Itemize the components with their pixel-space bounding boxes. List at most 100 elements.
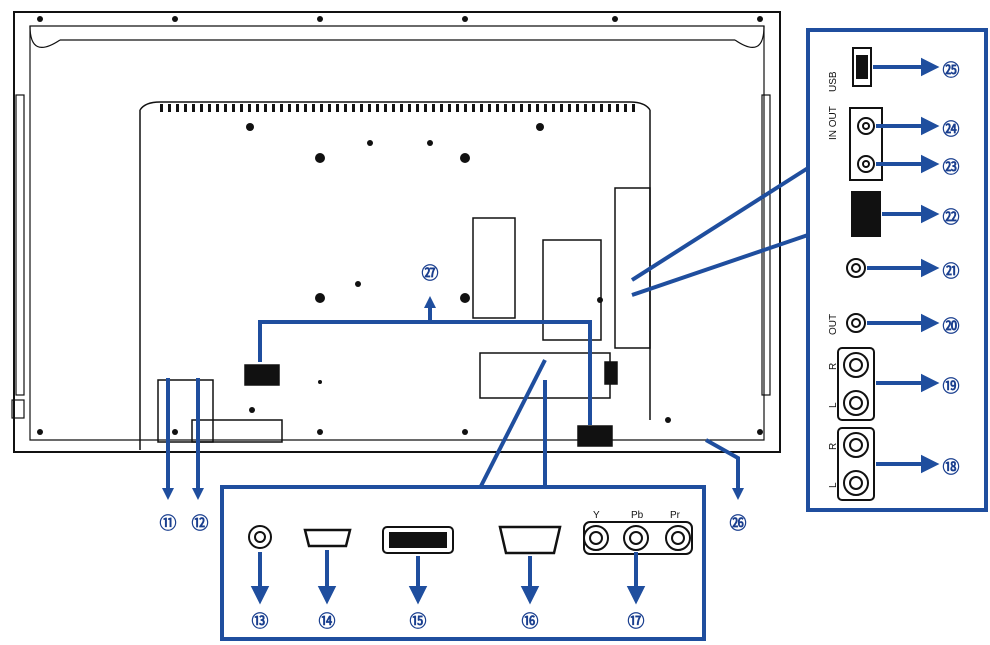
label-out: OUT bbox=[828, 314, 839, 335]
label-l-bottom: L bbox=[828, 482, 839, 488]
usb-port-25 bbox=[852, 47, 872, 87]
bottom-connectors bbox=[248, 521, 693, 555]
vent-slot bbox=[528, 104, 531, 112]
callout-badge-25: ㉕ bbox=[943, 60, 960, 80]
vent-slot bbox=[416, 104, 419, 112]
bottom-arrows bbox=[250, 550, 646, 605]
callout-badge-18: ⑱ bbox=[943, 457, 960, 477]
dvi-port-15 bbox=[382, 526, 454, 554]
vent-slot bbox=[592, 104, 595, 112]
vent-slot bbox=[192, 104, 195, 112]
label-r-bottom: R bbox=[828, 443, 839, 450]
jack-20 bbox=[846, 313, 866, 333]
vent-slot bbox=[504, 104, 507, 112]
callout-badge-26: ㉖ bbox=[730, 513, 747, 533]
vent-slot bbox=[160, 104, 163, 112]
vent-slot bbox=[312, 104, 315, 112]
vent-slot bbox=[432, 104, 435, 112]
vent-slot bbox=[280, 104, 283, 112]
top-screws bbox=[37, 16, 763, 435]
vent-slot bbox=[232, 104, 235, 112]
label-r-top: R bbox=[828, 363, 839, 370]
vent-slot bbox=[600, 104, 603, 112]
callout-badge-19: ⑲ bbox=[943, 376, 960, 396]
vent-slot bbox=[360, 104, 363, 112]
vent-slot bbox=[368, 104, 371, 112]
callout-badge-27: ㉗ bbox=[422, 263, 439, 283]
vent-slot bbox=[376, 104, 379, 112]
callout-badge-13: ⑬ bbox=[252, 611, 269, 631]
vent-slot bbox=[320, 104, 323, 112]
vent-slot bbox=[512, 104, 515, 112]
vent-slot bbox=[328, 104, 331, 112]
vga-port-16 bbox=[498, 525, 562, 555]
callout-badge-22: ㉒ bbox=[943, 207, 960, 227]
vent-slot bbox=[400, 104, 403, 112]
mount-holes bbox=[246, 123, 671, 423]
rca-group-19 bbox=[837, 347, 875, 421]
vent-slot bbox=[304, 104, 307, 112]
callout-badge-14: ⑭ bbox=[319, 611, 336, 631]
component-label-pr: Pr bbox=[670, 510, 681, 521]
hdmi-port-14 bbox=[303, 528, 352, 548]
jack-23 bbox=[857, 155, 875, 173]
vent-slot bbox=[224, 104, 227, 112]
vent-slot bbox=[256, 104, 259, 112]
component-label-pb: Pb bbox=[631, 510, 644, 521]
vent-slot bbox=[336, 104, 339, 112]
vent-slots bbox=[160, 104, 635, 112]
vent-slot bbox=[608, 104, 611, 112]
vent-slot bbox=[464, 104, 467, 112]
vent-slot bbox=[168, 104, 171, 112]
vent-slot bbox=[296, 104, 299, 112]
vent-slot bbox=[424, 104, 427, 112]
vent-slot bbox=[568, 104, 571, 112]
side-arrows bbox=[867, 57, 940, 474]
callout-badge-15: ⑮ bbox=[410, 611, 427, 631]
vent-slot bbox=[584, 104, 587, 112]
vent-slot bbox=[520, 104, 523, 112]
vent-slot bbox=[544, 104, 547, 112]
vent-slot bbox=[632, 104, 635, 112]
callout-badge-11: ⑪ bbox=[160, 513, 177, 533]
vent-slot bbox=[248, 104, 251, 112]
vent-slot bbox=[536, 104, 539, 112]
vent-slot bbox=[200, 104, 203, 112]
vent-slot bbox=[488, 104, 491, 112]
callout-badge-23: ㉓ bbox=[943, 157, 960, 177]
callout-lines bbox=[166, 166, 810, 492]
bottom-io-panel bbox=[220, 485, 706, 641]
callout-badge-20: ⑳ bbox=[943, 316, 960, 336]
vent-slot bbox=[208, 104, 211, 112]
vent-slot bbox=[264, 104, 267, 112]
rj45-22 bbox=[851, 191, 881, 237]
label-usb: USB bbox=[828, 71, 839, 92]
vent-slot bbox=[472, 104, 475, 112]
vent-slot bbox=[240, 104, 243, 112]
vent-slot bbox=[552, 104, 555, 112]
vent-slot bbox=[616, 104, 619, 112]
vent-slot bbox=[480, 104, 483, 112]
label-in-out: IN OUT bbox=[828, 106, 839, 140]
side-connectors bbox=[837, 47, 883, 501]
monitor-body bbox=[11, 11, 781, 453]
callout-badge-17: ⑰ bbox=[628, 611, 645, 631]
vent-slot bbox=[184, 104, 187, 112]
vent-slot bbox=[624, 104, 627, 112]
vent-slot bbox=[272, 104, 275, 112]
vent-slot bbox=[384, 104, 387, 112]
vent-slot bbox=[456, 104, 459, 112]
vent-slot bbox=[352, 104, 355, 112]
callout-badge-21: ㉑ bbox=[943, 261, 960, 281]
callout-badge-16: ⑯ bbox=[522, 611, 539, 631]
jack-21 bbox=[846, 258, 866, 278]
vent-slot bbox=[392, 104, 395, 112]
vent-slot bbox=[216, 104, 219, 112]
vent-slot bbox=[560, 104, 563, 112]
component-label-y: Y bbox=[593, 510, 600, 521]
vent-slot bbox=[408, 104, 411, 112]
vent-slot bbox=[576, 104, 579, 112]
vent-slot bbox=[496, 104, 499, 112]
